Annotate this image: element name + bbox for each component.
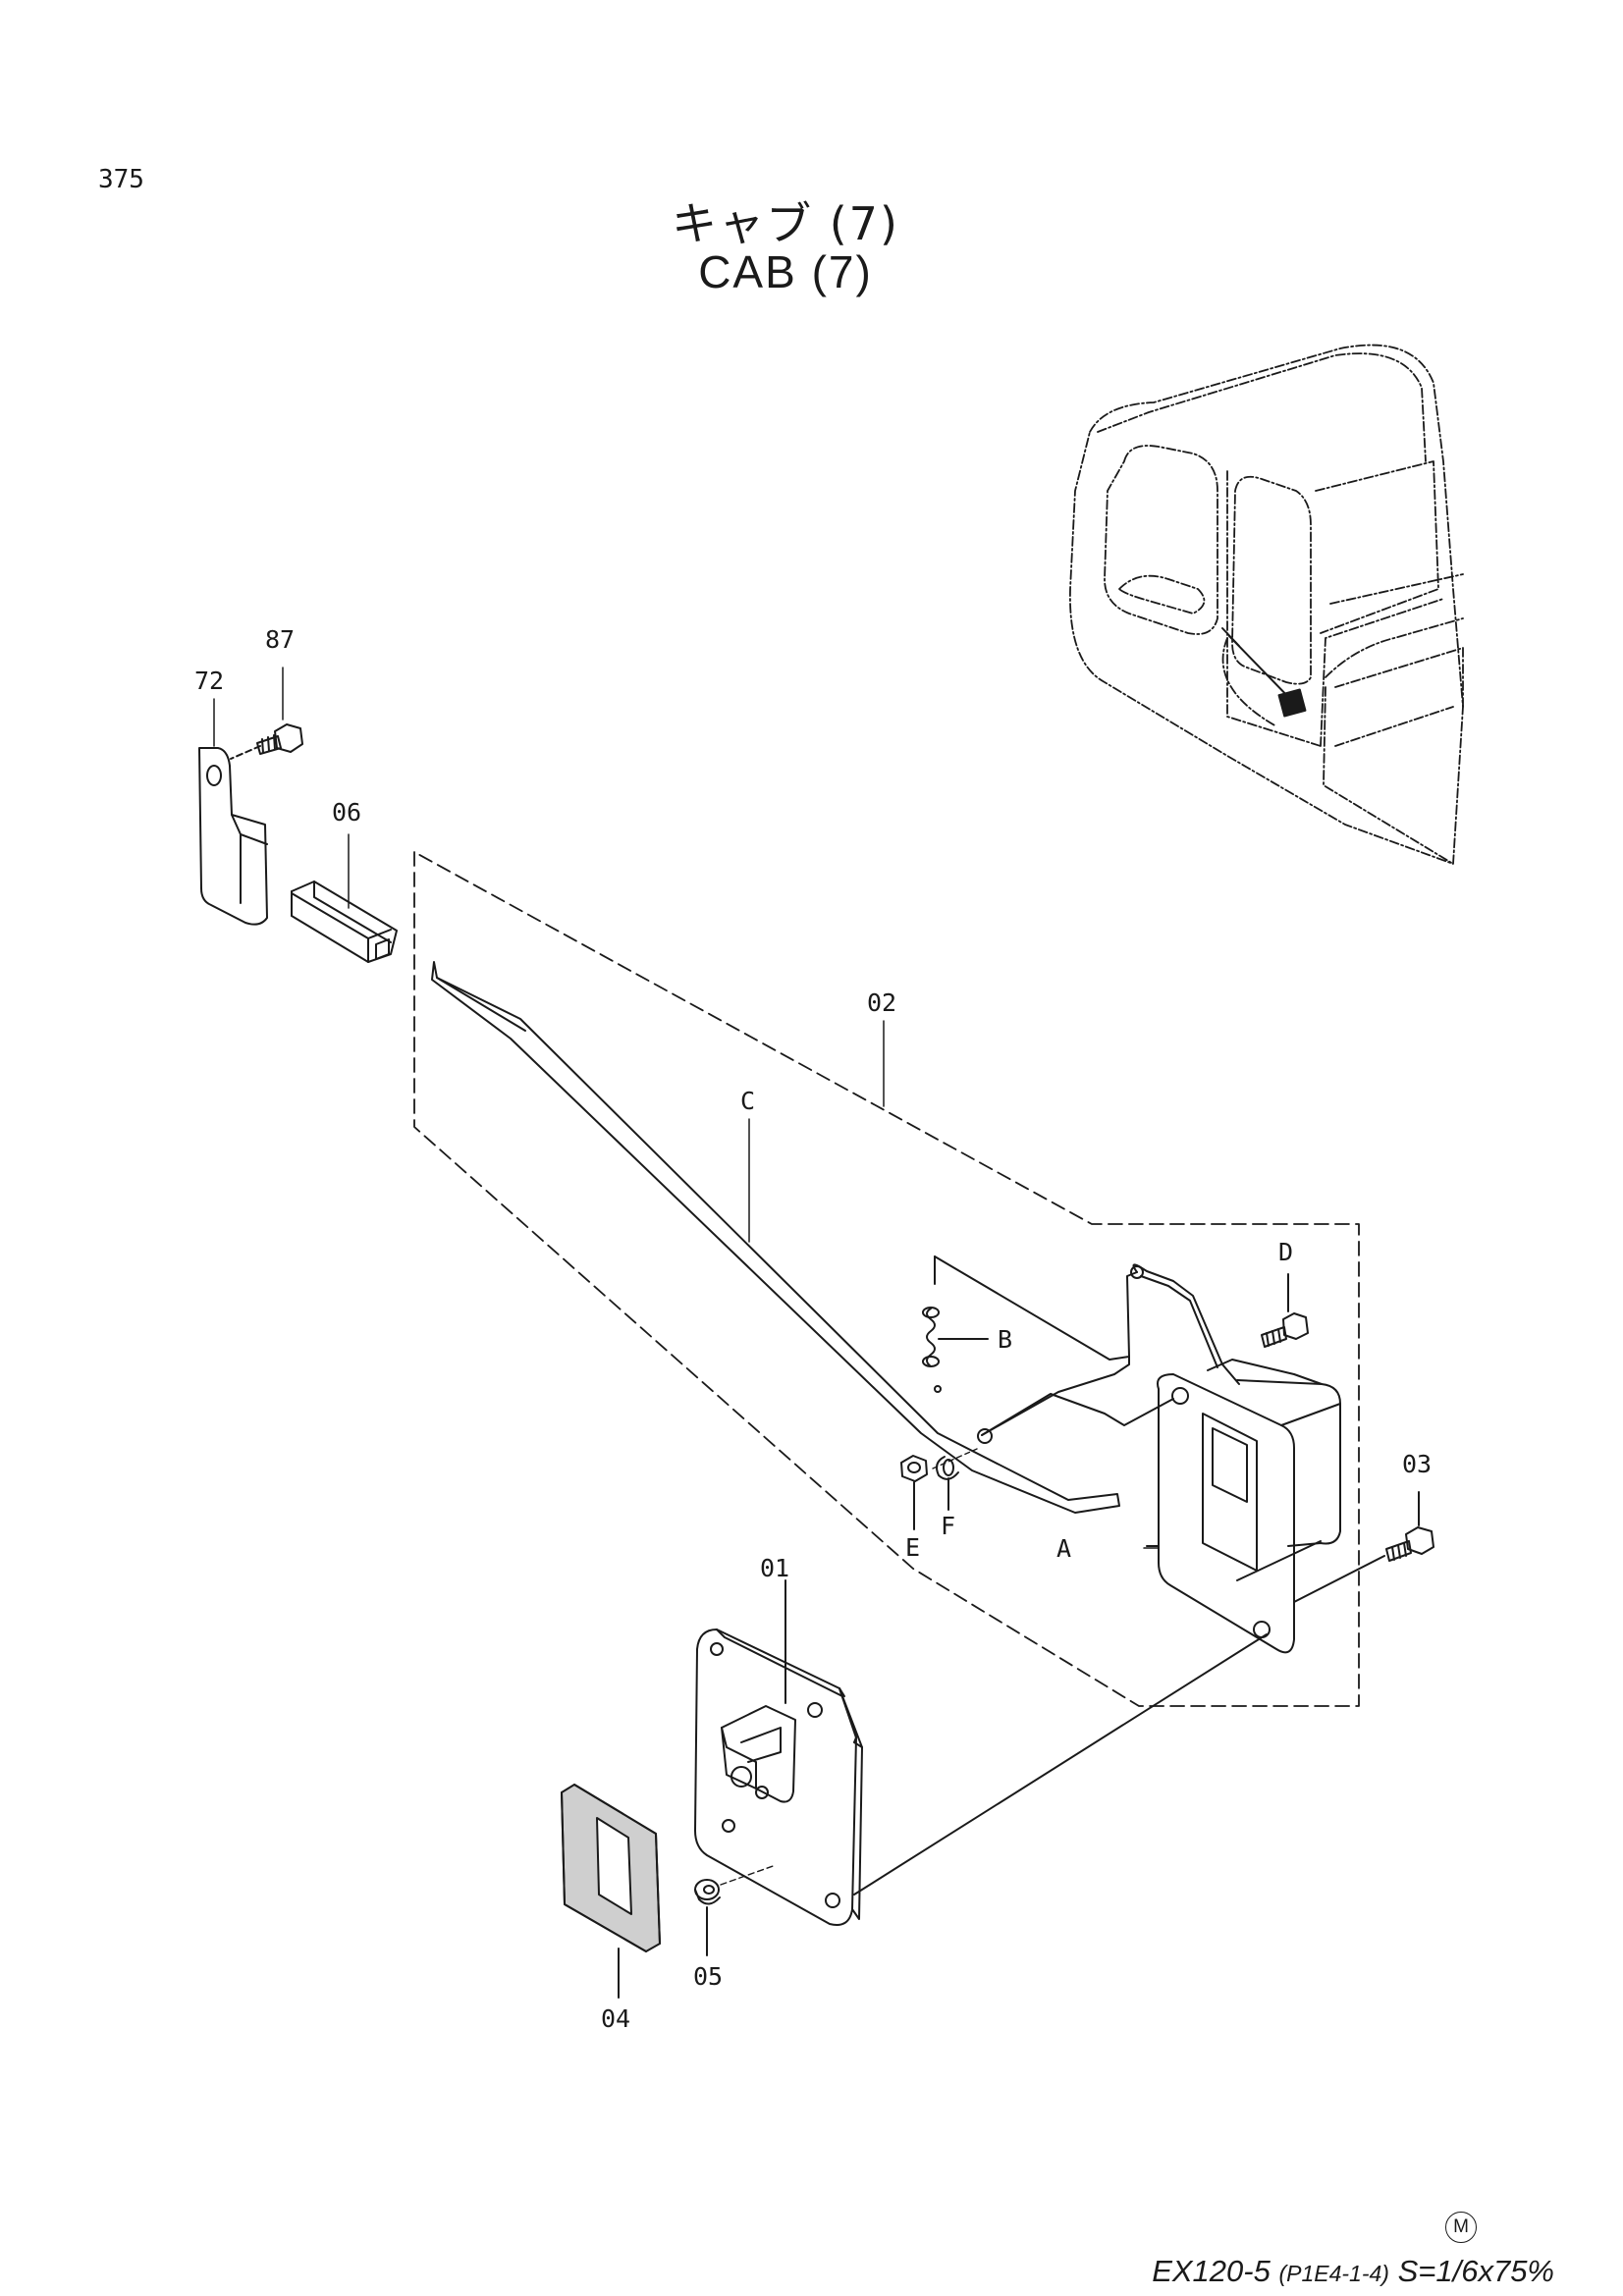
footer-scale: S=1/6x75%: [1397, 2254, 1554, 2288]
rod-C: [431, 961, 1120, 1514]
bracket-72: [198, 747, 268, 926]
assembly-02-outline: [413, 851, 1360, 1707]
callout-B: B: [998, 1325, 1012, 1354]
manufacturer-mark: M: [1445, 2212, 1477, 2243]
leader-lines: [213, 667, 1160, 1549]
collar-05: [694, 1864, 777, 1956]
callout-87: 87: [265, 625, 295, 654]
bolt-03: [1293, 1491, 1434, 1603]
bolt-87: [230, 723, 303, 760]
cab-latch-highlight: [1221, 627, 1307, 718]
page-title-english: CAB (7): [698, 246, 873, 297]
callout-02: 02: [867, 988, 896, 1017]
seal-04: [561, 1784, 661, 1999]
cab-overview-illustration: [1069, 344, 1464, 865]
footer-model: EX120-5: [1152, 2254, 1271, 2288]
callout-F: F: [941, 1512, 955, 1540]
callout-C: C: [740, 1087, 755, 1115]
callout-A: A: [1056, 1534, 1071, 1563]
callout-labels: 87 72 06 02 C D B 03 E F A 01 05 04: [194, 625, 1432, 2033]
callout-E: E: [905, 1533, 920, 1562]
callout-03: 03: [1402, 1450, 1432, 1478]
spring-B: [922, 1307, 989, 1367]
washer-F: [932, 1448, 978, 1511]
callout-D: D: [1278, 1238, 1293, 1266]
footer-code: (P1E4-1-4): [1278, 2261, 1389, 2286]
callout-06: 06: [332, 798, 361, 827]
callout-04: 04: [601, 2004, 630, 2033]
footer-reference: EX120-5 (P1E4-1-4) S=1/6x75%: [1152, 2254, 1554, 2289]
cushion-06: [291, 881, 398, 963]
nut-E: [900, 1455, 928, 1530]
page-number: 375: [98, 165, 144, 194]
base-plate-01: [694, 1579, 1268, 1926]
callout-01: 01: [760, 1554, 789, 1582]
page-title-japanese: キャブ (7): [672, 197, 899, 250]
bolt-D: [1261, 1273, 1309, 1348]
callout-05: 05: [693, 1962, 723, 1991]
latch-body-A: [1146, 1359, 1341, 1654]
callout-72: 72: [194, 667, 224, 695]
lever-linkage: [934, 1255, 1240, 1444]
